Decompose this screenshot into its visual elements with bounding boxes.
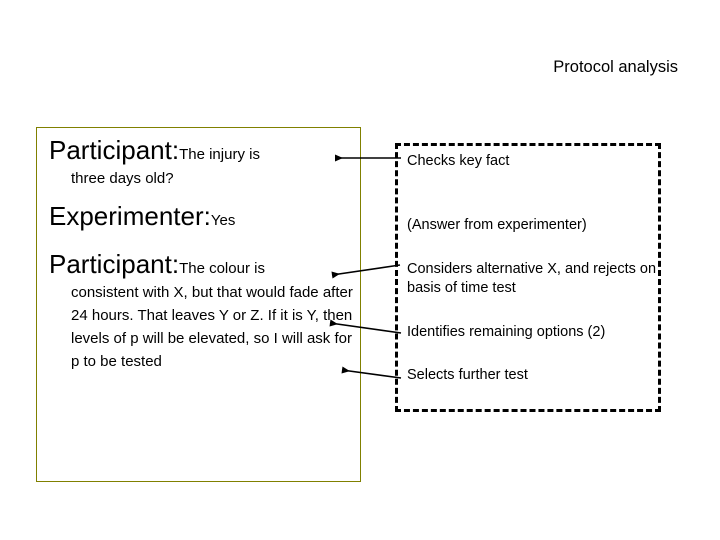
utterance-first-line-1: The injury is — [179, 146, 260, 163]
annotation-identifies-remaining-options: Identifies remaining options (2) — [407, 324, 606, 340]
utterance-rest-1: three days old? — [71, 170, 174, 187]
transcript-box: Participant:The injury is three days old… — [36, 127, 361, 482]
annotation-selects-further-test: Selects further test — [407, 367, 528, 383]
transcript-entry-2: Experimenter:Yes — [37, 201, 362, 231]
transcript-entry-3: Participant:The colour is consistent wit… — [37, 249, 362, 373]
utterance-first-line-2: Yes — [210, 212, 236, 229]
annotation-box: Checks key fact (Answer from experimente… — [395, 143, 661, 412]
annotation-answer-from-experimenter: (Answer from experimenter) — [407, 217, 587, 233]
transcript-entry-1: Participant:The injury is three days old… — [37, 135, 362, 190]
annotation-checks-key-fact: Checks key fact — [407, 153, 510, 169]
utterance-first-line-3: The colour is — [179, 260, 265, 277]
speaker-label-experimenter-1: Experimenter: — [49, 201, 211, 231]
annotation-considers-alternative: Considers alternative X, and rejects on … — [407, 261, 657, 296]
page-title: Protocol analysis — [553, 58, 678, 76]
speaker-label-participant-1: Participant: — [49, 135, 180, 165]
speaker-label-participant-2: Participant: — [49, 249, 180, 279]
utterance-rest-3: consistent with X, but that would fade a… — [71, 284, 353, 370]
